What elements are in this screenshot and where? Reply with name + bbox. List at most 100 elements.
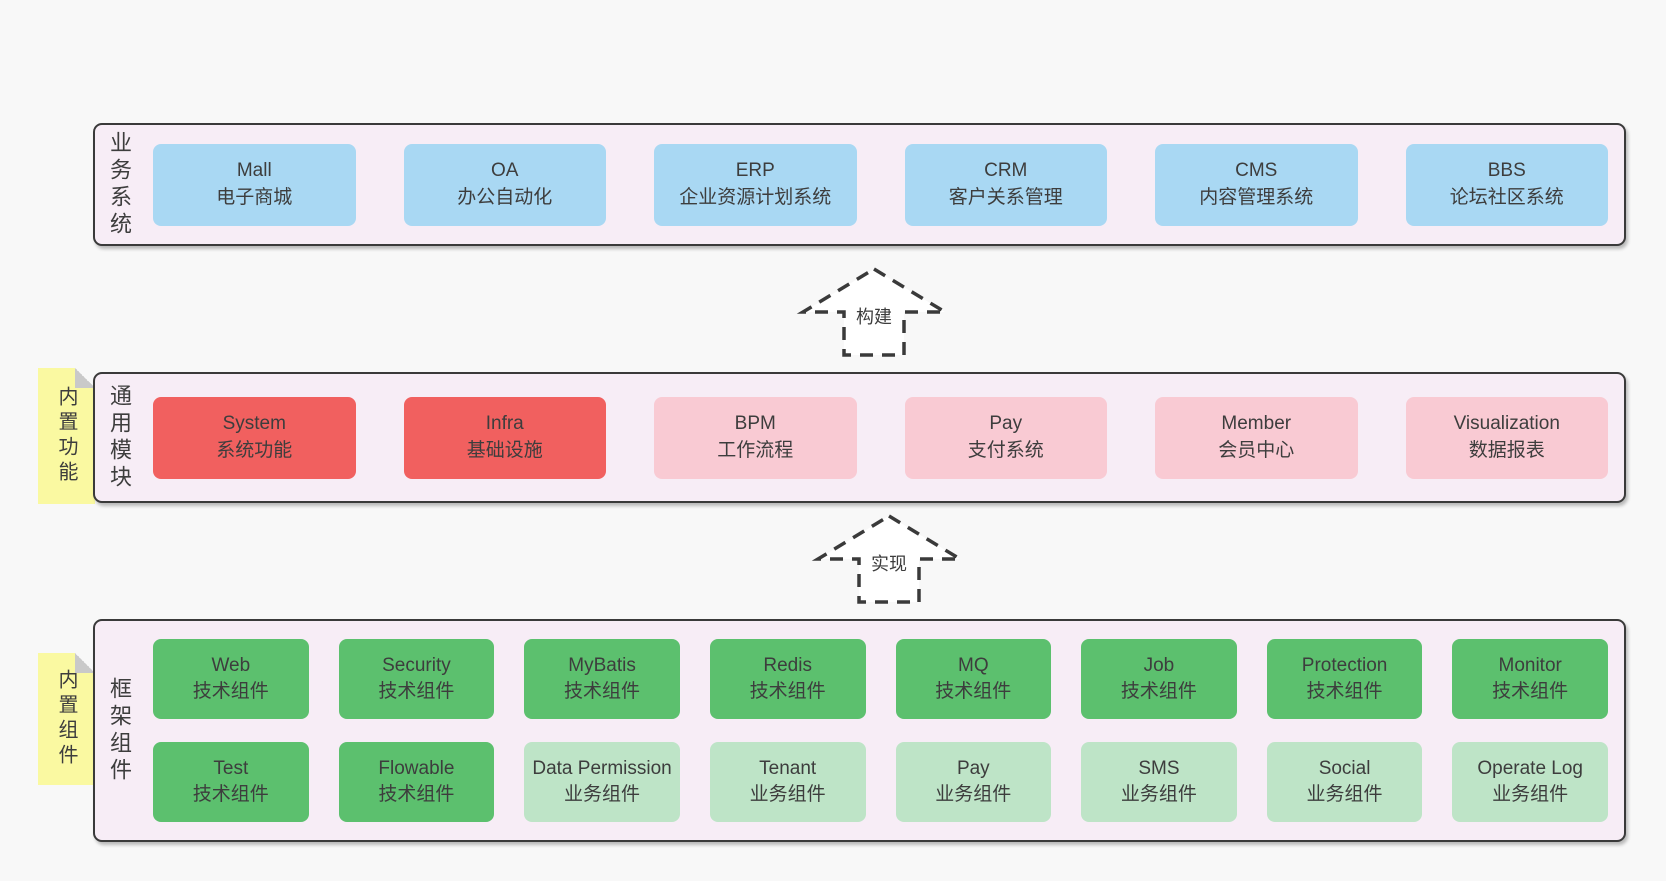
box-subtitle: 电子商城: [216, 186, 293, 208]
box-subtitle: 技术组件: [935, 681, 1012, 702]
box-title: Web: [211, 654, 251, 676]
box-test: Test 技术组件: [153, 742, 309, 822]
sticky-note-label: 内置功能: [55, 386, 77, 486]
box-subtitle: 会员中心: [1218, 439, 1295, 461]
box-title: CRM: [984, 160, 1028, 182]
box-social: Social 业务组件: [1266, 742, 1423, 822]
box-pay: Pay 业务组件: [895, 742, 1052, 822]
box-title: Job: [1143, 654, 1175, 676]
box-title: Flowable: [378, 757, 455, 779]
box-job: Job 技术组件: [1081, 639, 1237, 719]
box-crm: CRM 客户关系管理: [904, 143, 1107, 226]
box-redis: Redis 技术组件: [709, 639, 866, 719]
box-subtitle: 工作流程: [717, 439, 794, 461]
box-subtitle: 技术组件: [378, 784, 455, 805]
box-data-permission: Data Permission 业务组件: [524, 742, 680, 822]
business-systems-row-container: Mall 电子商城 OA 办公自动化 ERP 企业资源计划系统 CRM 客户关系管理 CMS 内容…: [143, 143, 1624, 226]
folded-corner-icon: [75, 368, 95, 388]
panel-common-modules-label: 通用模块: [107, 383, 132, 492]
box-title: Data Permission: [532, 757, 672, 779]
box-flowable: Flowable 技术组件: [338, 742, 495, 822]
box-subtitle: 基础设施: [466, 439, 543, 461]
box-subtitle: 技术组件: [749, 681, 826, 702]
box-title: MQ: [958, 654, 989, 676]
box-infra: Infra 基础设施: [403, 396, 606, 479]
box-oa: OA 办公自动化: [403, 143, 606, 226]
box-visualization: Visualization 数据报表: [1405, 396, 1608, 479]
box-title: Tenant: [759, 757, 817, 779]
box-subtitle: 客户关系管理: [948, 186, 1063, 208]
box-subtitle: 内容管理系统: [1199, 186, 1314, 208]
box-title: Operate Log: [1477, 757, 1583, 779]
box-title: Infra: [485, 413, 524, 435]
arrow-implement: 实现: [811, 513, 967, 605]
box-mq: MQ 技术组件: [895, 639, 1052, 719]
box-title: Test: [213, 757, 249, 779]
box-subtitle: 技术组件: [1120, 681, 1197, 702]
panel-business-systems: 业务系统 Mall 电子商城 OA 办公自动化 ERP 企业资源计划系统 CRM 客户关系管理…: [93, 123, 1626, 246]
box-subtitle: 技术组件: [378, 681, 455, 702]
box-subtitle: 数据报表: [1468, 439, 1545, 461]
box-bpm: BPM 工作流程: [654, 396, 857, 479]
box-monitor: Monitor 技术组件: [1452, 639, 1608, 719]
box-title: Monitor: [1498, 654, 1562, 676]
sticky-note-label: 内置组件: [55, 669, 77, 769]
box-member: Member 会员中心: [1155, 396, 1358, 479]
box-title: SMS: [1138, 757, 1180, 779]
box-title: ERP: [735, 160, 775, 182]
folded-corner-icon: [75, 653, 95, 673]
box-title: Protection: [1301, 654, 1388, 676]
box-subtitle: 业务组件: [749, 784, 826, 805]
box-subtitle: 业务组件: [564, 784, 641, 805]
box-subtitle: 技术组件: [192, 784, 269, 805]
box-subtitle: 论坛社区系统: [1449, 186, 1564, 208]
sticky-note-builtin-components: 内置组件: [38, 653, 95, 785]
box-tenant: Tenant 业务组件: [709, 742, 866, 822]
box-subtitle: 业务组件: [1306, 784, 1383, 805]
box-subtitle: 业务组件: [935, 784, 1012, 805]
box-security: Security 技术组件: [338, 639, 495, 719]
arrow-implement-label: 实现: [868, 549, 910, 577]
box-subtitle: 办公自动化: [457, 186, 553, 208]
box-subtitle: 企业资源计划系统: [679, 186, 832, 208]
box-title: CMS: [1235, 160, 1278, 182]
box-title: Mall: [236, 160, 272, 182]
box-title: Member: [1221, 413, 1292, 435]
box-operate-log: Operate Log 业务组件: [1452, 742, 1608, 822]
box-bbs: BBS 论坛社区系统: [1405, 143, 1608, 226]
box-title: OA: [491, 160, 519, 182]
sticky-note-builtin-features: 内置功能: [38, 368, 95, 504]
box-mall: Mall 电子商城: [153, 143, 356, 226]
box-subtitle: 业务组件: [1120, 784, 1197, 805]
box-cms: CMS 内容管理系统: [1155, 143, 1358, 226]
box-title: Pay: [956, 757, 990, 779]
box-sms: SMS 业务组件: [1081, 742, 1237, 822]
box-title: Security: [382, 654, 451, 676]
box-title: Visualization: [1453, 413, 1560, 435]
box-erp: ERP 企业资源计划系统: [654, 143, 857, 226]
business-row: Mall 电子商城 OA 办公自动化 ERP 企业资源计划系统 CRM 客户关系管理 CMS 内容…: [153, 143, 1608, 226]
arrow-build: 构建: [796, 266, 952, 358]
box-title: BPM: [734, 413, 776, 435]
box-title: System: [222, 413, 286, 435]
box-title: BBS: [1487, 160, 1526, 182]
box-subtitle: 支付系统: [967, 439, 1044, 461]
box-subtitle: 技术组件: [1492, 681, 1569, 702]
box-title: Redis: [763, 654, 812, 676]
box-title: Social: [1318, 757, 1371, 779]
arrow-build-label: 构建: [853, 302, 895, 330]
panel-business-systems-label: 业务系统: [107, 130, 132, 239]
box-subtitle: 业务组件: [1492, 784, 1569, 805]
box-title: MyBatis: [568, 654, 636, 676]
